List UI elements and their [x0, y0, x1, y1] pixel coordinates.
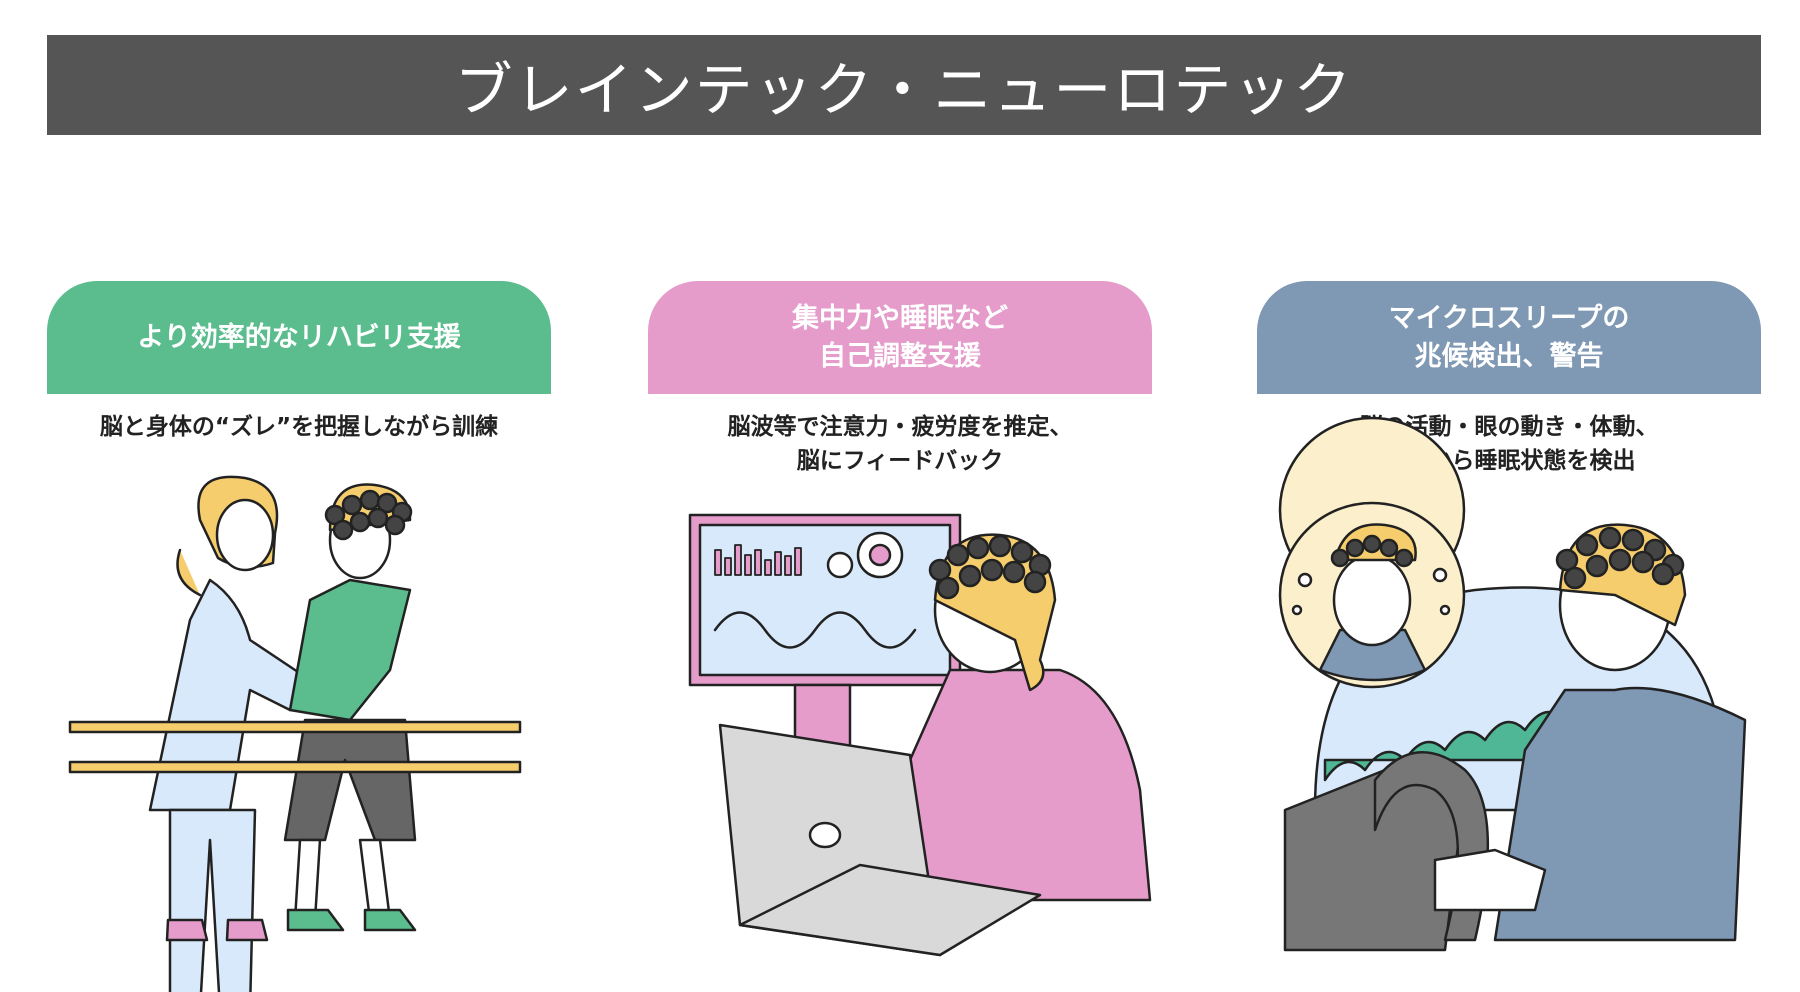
card-desc-rehab: 脳と身体の“ズレ”を把握しながら訓練 [29, 410, 569, 444]
card-header-microsleep: マイクロスリープの 兆候検出、警告 [1257, 281, 1761, 394]
card-desc-line: 脳波等で注意力・疲労度を推定、 [727, 414, 1073, 440]
card-desc-line: 脳と身体の“ズレ”を把握しながら訓練 [99, 414, 499, 440]
card-desc-line: 脳にフィードバック [796, 448, 1004, 474]
card-header-line: 集中力や睡眠など [792, 302, 1008, 334]
card-header-line: 自己調整支援 [819, 340, 981, 372]
drowsiness-illustration [1278, 416, 1747, 952]
neurofeedback-illustration [688, 513, 1152, 957]
card-desc-self-regulation: 脳波等で注意力・疲労度を推定、 脳にフィードバック [630, 410, 1170, 478]
card-header-line: 兆候検出、警告 [1414, 340, 1604, 372]
page-title: ブレインテック・ニューロテック [454, 56, 1354, 124]
card-header-line: より効率的なリハビリ支援 [137, 321, 461, 353]
card-header-self-regulation: 集中力や睡眠など 自己調整支援 [648, 281, 1152, 394]
rehabilitation-illustration [68, 475, 522, 992]
title-bar: ブレインテック・ニューロテック [47, 35, 1761, 135]
card-header-line: マイクロスリープの [1388, 302, 1630, 334]
card-header-rehab: より効率的なリハビリ支援 [47, 281, 551, 394]
